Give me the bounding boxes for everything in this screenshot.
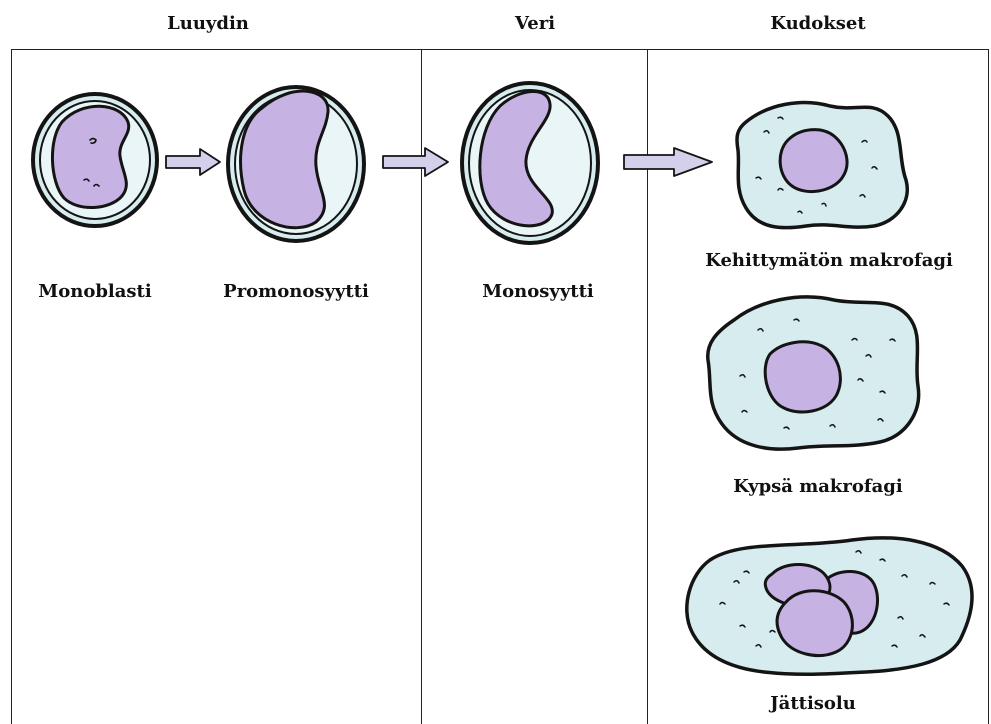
promonocyte-cell bbox=[228, 87, 364, 241]
arrow-2 bbox=[383, 148, 448, 176]
arrow-3 bbox=[624, 148, 712, 176]
label-monocyte: Monosyytti bbox=[482, 281, 594, 302]
label-monoblast: Monoblasti bbox=[38, 281, 151, 302]
label-giant-cell: Jättisolu bbox=[770, 693, 856, 714]
arrow-1 bbox=[166, 149, 220, 175]
label-mature-macrophage: Kypsä makrofagi bbox=[733, 476, 902, 497]
monocyte-cell bbox=[462, 83, 598, 243]
label-promonocyte: Promonosyytti bbox=[223, 281, 369, 302]
immature-macrophage-cell bbox=[737, 103, 907, 228]
mature-macrophage-cell bbox=[708, 297, 919, 449]
monoblast-cell bbox=[33, 94, 157, 226]
giant-cell bbox=[687, 538, 972, 674]
label-immature-macrophage: Kehittymätön makrofagi bbox=[705, 250, 953, 271]
